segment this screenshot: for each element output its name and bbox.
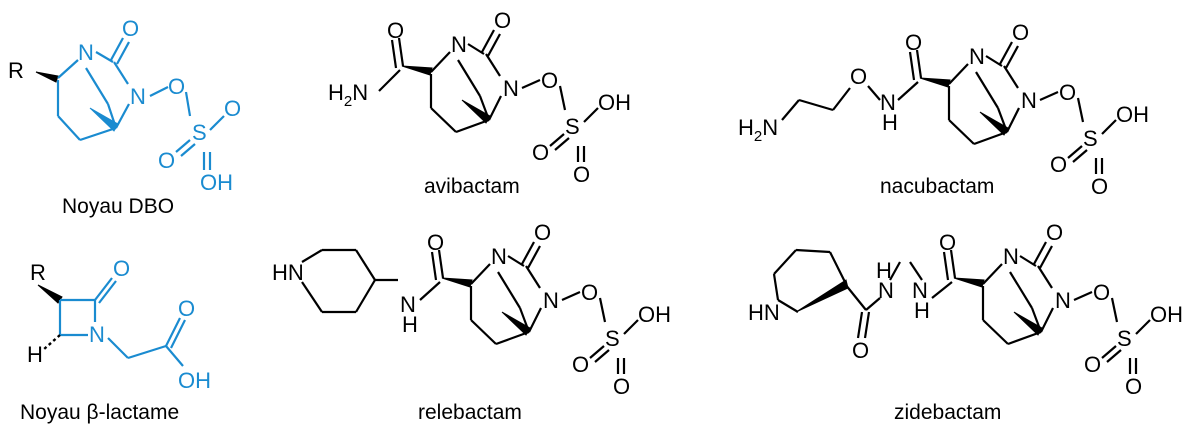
atom-oh: OH [200,170,233,195]
atom-o: O [1125,374,1142,399]
caption-zidebactam: zidebactam [894,401,1001,424]
atom-h: H [402,312,418,337]
atom-o: O [158,148,175,173]
atom-n: N [503,76,519,101]
atom-o: O [532,140,549,165]
atom-o: O [1093,280,1110,305]
atom-o: O [387,18,404,43]
atom-o: O [613,374,630,399]
atom-o: O [1059,80,1076,105]
atom-o: O [573,162,590,187]
atom-o: O [534,220,551,245]
structure-zidebactam: HN O H N N H O N O N O OH S O O [748,220,1183,399]
atom-h2n: H2N [328,80,368,110]
atom-h: H [27,342,43,367]
atom-h2n: H2N [738,115,778,145]
atom-n: N [969,44,985,69]
atom-o: O [572,352,589,377]
atom-n: N [400,292,416,317]
atom-n: N [1003,244,1019,269]
atom-s: S [192,120,207,145]
atom-n: N [880,90,896,115]
atom-h: H [914,298,930,323]
atom-n: N [878,278,894,303]
atom-hn: HN [748,300,780,325]
atom-r: R [30,260,46,285]
atom-oh: OH [1116,102,1149,127]
atom-o: O [905,30,922,55]
atom-o: O [427,230,444,255]
atom-o: O [852,338,869,363]
atom-o: O [1050,152,1067,177]
atom-n: N [912,278,928,303]
atom-n: N [89,322,105,347]
caption-avibactam: avibactam [424,175,520,198]
atom-h: H [882,110,898,135]
atom-o: O [1084,352,1101,377]
structure-nacubactam: H2N O N H O N O N O OH S O O [738,20,1149,199]
atom-o: O [224,96,241,121]
caption-relebactam: relebactam [418,401,522,424]
atom-oh: OH [638,302,671,327]
atom-oh: OH [1150,302,1183,327]
structure-beta-lactam-core: R O N H O OH [27,256,211,393]
atom-n: N [1021,88,1037,113]
atom-o: O [1091,174,1108,199]
atom-oh: OH [178,368,211,393]
caption-dbo-core: Noyau DBO [62,195,174,218]
atom-o: O [494,8,511,33]
atom-n: N [130,84,146,109]
atom-o: O [541,68,558,93]
atom-o: O [939,230,956,255]
atom-o: O [850,64,867,89]
atom-n: N [491,244,507,269]
atom-o: O [178,296,195,321]
atom-s: S [1083,126,1098,151]
atom-s: S [565,114,580,139]
caption-nacubactam: nacubactam [880,175,994,198]
atom-o: O [113,256,130,281]
atom-o: O [1012,20,1029,45]
atom-hn: HN [272,260,304,285]
atom-o: O [1046,220,1063,245]
atom-n: N [78,40,94,65]
structure-relebactam: HN N H O N O N O OH S O O [272,220,671,399]
atom-r: R [8,58,24,83]
atom-h: H [876,258,892,283]
atom-n: N [451,32,467,57]
structure-dbo-core: R N O N O O S O OH [8,16,241,195]
atom-o: O [122,16,139,41]
atom-oh: OH [598,90,631,115]
atom-s: S [1117,326,1132,351]
atom-n: N [1055,288,1071,313]
atom-o: O [581,280,598,305]
atom-n: N [543,288,559,313]
caption-beta-lactam-core: Noyau β-lactame [20,401,179,424]
atom-s: S [605,326,620,351]
atom-o: O [168,74,185,99]
structure-avibactam: O H2N N O N O OH S O O [328,8,631,187]
